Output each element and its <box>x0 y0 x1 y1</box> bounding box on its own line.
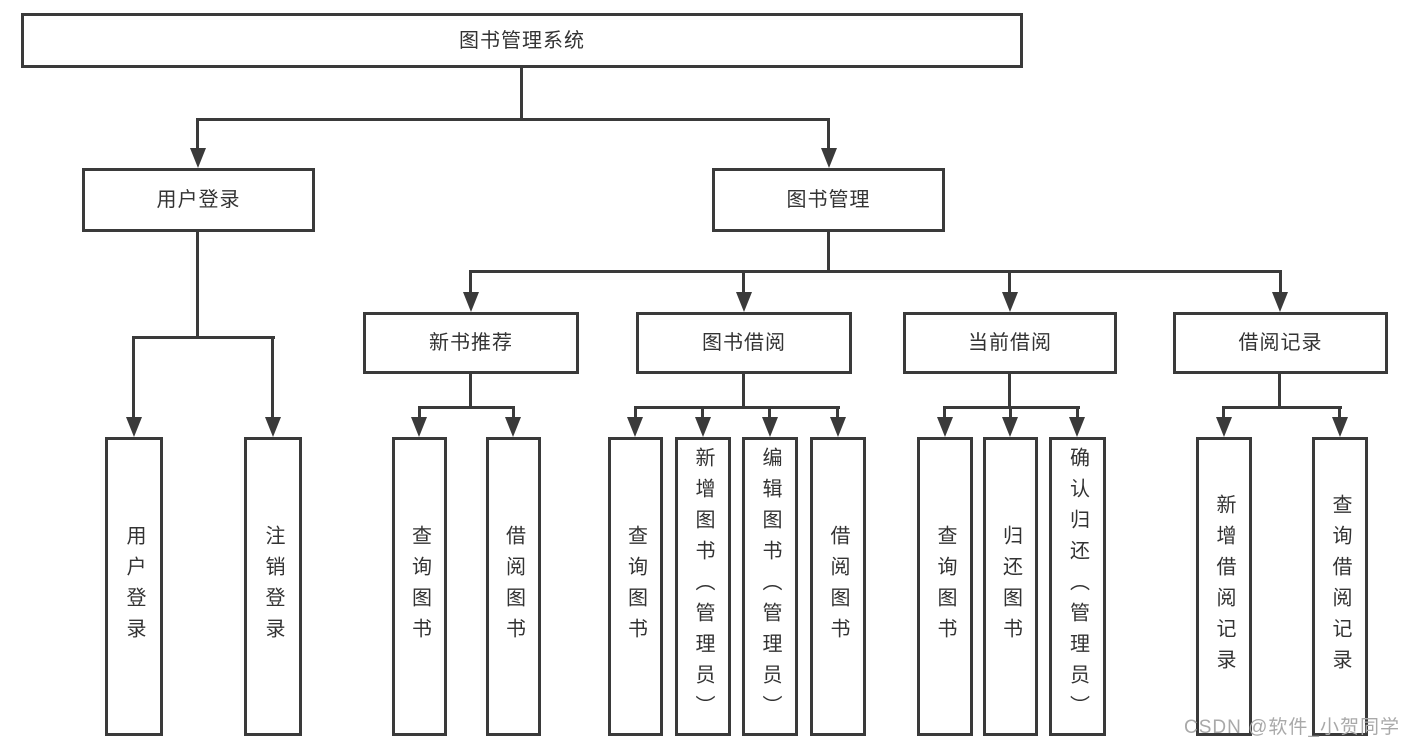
arrowhead-down-icon <box>265 417 281 437</box>
connector-line <box>512 406 515 420</box>
connector-line <box>520 68 523 120</box>
arrowhead-down-icon <box>937 417 953 437</box>
node-user-login: 用户登录 <box>82 168 315 232</box>
arrowhead-down-icon <box>1002 292 1018 312</box>
connector-line <box>634 406 637 420</box>
arrowhead-down-icon <box>736 292 752 312</box>
connector-line <box>1222 406 1342 409</box>
connector-line <box>634 406 840 409</box>
node-library-management-system: 图书管理系统 <box>21 13 1023 68</box>
connector-line <box>1338 406 1341 420</box>
arrowhead-down-icon <box>1272 292 1288 312</box>
leaf-query-books: 查询图书 <box>392 437 447 736</box>
arrowhead-down-icon <box>762 417 778 437</box>
node-book-management: 图书管理 <box>712 168 945 232</box>
connector-line <box>943 406 946 420</box>
leaf-edit-books-admin: 编辑图书（管理员） <box>742 437 798 736</box>
connector-line <box>271 336 274 419</box>
leaf-borrow-books: 借阅图书 <box>486 437 541 736</box>
connector-line <box>132 336 275 339</box>
leaf-logout: 注销登录 <box>244 437 302 736</box>
arrowhead-down-icon <box>695 417 711 437</box>
arrowhead-down-icon <box>821 148 837 168</box>
connector-line <box>1008 374 1011 408</box>
arrowhead-down-icon <box>1069 417 1085 437</box>
arrowhead-down-icon <box>190 148 206 168</box>
arrowhead-down-icon <box>830 417 846 437</box>
connector-line <box>196 118 199 150</box>
connector-line <box>1009 406 1012 420</box>
node-borrowing-records: 借阅记录 <box>1173 312 1388 374</box>
connector-line <box>196 118 830 121</box>
leaf-add-books-admin: 新增图书（管理员） <box>675 437 731 736</box>
leaf-confirm-return-admin: 确认归还（管理员） <box>1049 437 1106 736</box>
watermark: CSDN @软件_小贺同学 <box>1184 717 1400 738</box>
arrowhead-down-icon <box>627 417 643 437</box>
arrowhead-down-icon <box>1002 417 1018 437</box>
connector-line <box>1278 374 1281 408</box>
connector-line <box>1222 406 1225 420</box>
connector-line <box>742 270 745 294</box>
arrowhead-down-icon <box>505 417 521 437</box>
arrowhead-down-icon <box>1216 417 1232 437</box>
node-current-borrowing: 当前借阅 <box>903 312 1117 374</box>
connector-line <box>418 406 421 420</box>
leaf-query-borrow-record: 查询借阅记录 <box>1312 437 1368 736</box>
arrowhead-down-icon <box>411 417 427 437</box>
connector-line <box>827 232 830 272</box>
arrowhead-down-icon <box>126 417 142 437</box>
connector-line <box>768 406 771 420</box>
connector-line <box>701 406 704 420</box>
connector-line <box>469 270 1282 273</box>
leaf-return-books: 归还图书 <box>983 437 1038 736</box>
connector-line <box>827 118 830 150</box>
arrowhead-down-icon <box>463 292 479 312</box>
connector-line <box>418 406 515 409</box>
connector-line <box>469 374 472 408</box>
connector-line <box>469 270 472 294</box>
leaf-user-login: 用户登录 <box>105 437 163 736</box>
connector-line <box>1279 270 1282 294</box>
leaf-borrow-books: 借阅图书 <box>810 437 866 736</box>
leaf-query-books: 查询图书 <box>917 437 973 736</box>
leaf-query-books: 查询图书 <box>608 437 663 736</box>
connector-line <box>836 406 839 420</box>
connector-line <box>1008 270 1011 294</box>
connector-line <box>196 232 199 338</box>
leaf-add-borrow-record: 新增借阅记录 <box>1196 437 1252 736</box>
connector-line <box>1076 406 1079 420</box>
node-new-book-recommend: 新书推荐 <box>363 312 579 374</box>
connector-line <box>742 374 745 408</box>
connector-line <box>132 336 135 419</box>
node-book-borrowing: 图书借阅 <box>636 312 852 374</box>
arrowhead-down-icon <box>1332 417 1348 437</box>
